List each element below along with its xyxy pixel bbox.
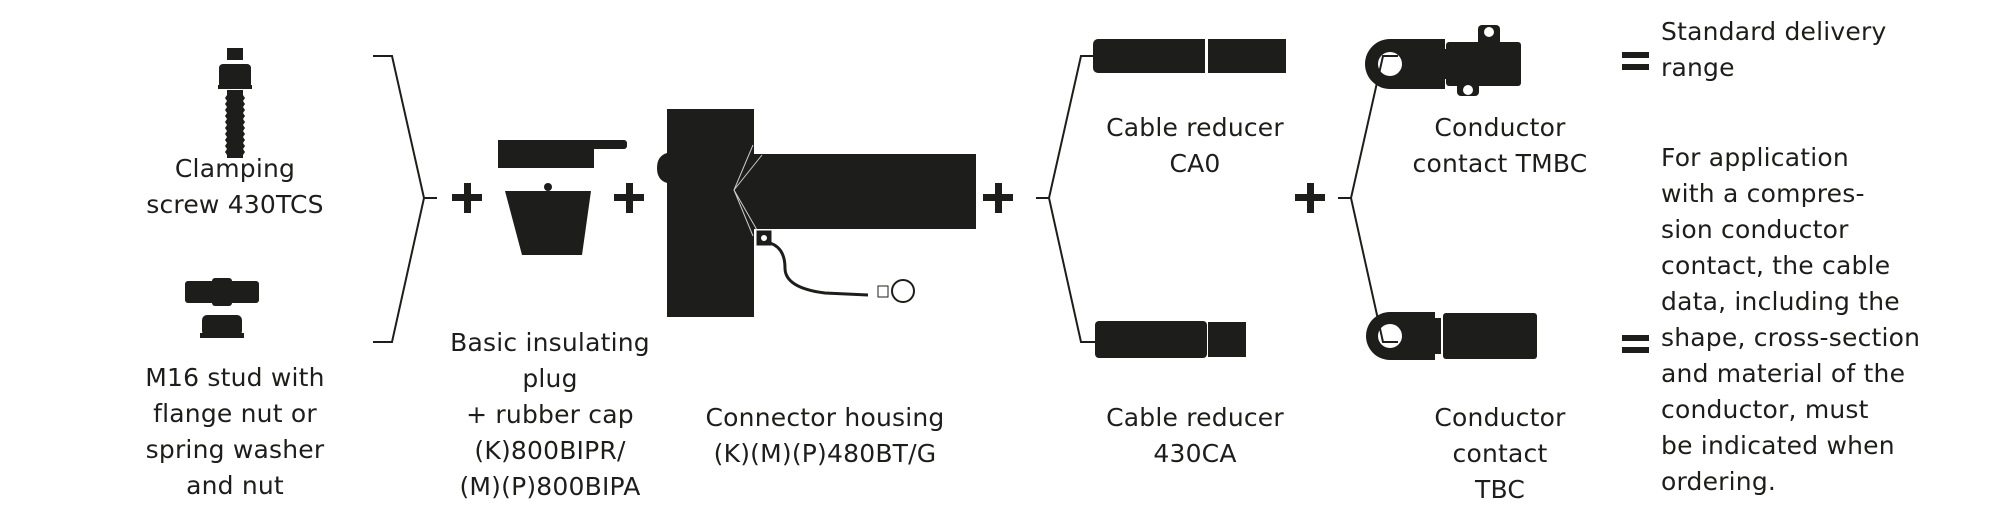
clamping-screw-label: Clamping screw 430TCS <box>146 154 324 219</box>
clamping-screw-icon <box>218 48 252 158</box>
equals-sign <box>1622 52 1649 70</box>
application-note: For application with a compres- sion con… <box>1661 143 1921 496</box>
connector-housing-icon <box>657 109 976 317</box>
conductor-tbc-label: Conductor contact TBC <box>1434 403 1566 504</box>
insulating-plug-label: Basic insulating plug + rubber cap (K)80… <box>450 328 650 501</box>
plus-sign <box>614 183 644 213</box>
standard-delivery-note: Standard delivery range <box>1661 17 1887 82</box>
conductor-contact-tbc-icon <box>1366 312 1537 360</box>
plus-sign <box>983 183 1013 213</box>
m16-stud-icon <box>185 278 259 338</box>
conductor-contact-tmbc-icon <box>1365 25 1521 96</box>
bracket-conductors <box>1349 55 1398 343</box>
conductor-tmbc-label: Conductor contact TMBC <box>1412 113 1588 178</box>
connector-housing-label: Connector housing (K)(M)(P)480BT/G <box>705 403 945 468</box>
cable-reducer-ca0-icon <box>1093 37 1286 75</box>
m16-stud-label: M16 stud with flange nut or spring washe… <box>145 363 325 500</box>
brackets <box>373 55 1398 343</box>
plus-sign <box>452 183 482 213</box>
plus-sign <box>1295 183 1325 213</box>
cable-reducer-430ca-icon <box>1095 321 1246 358</box>
cable-reducer-ca0-label: Cable reducer CA0 <box>1106 113 1284 178</box>
bracket-left <box>373 55 426 343</box>
equals-sign <box>1622 335 1649 353</box>
insulating-plug-icon <box>498 140 627 255</box>
bracket-reducers <box>1047 55 1097 343</box>
cable-reducer-430ca-label: Cable reducer 430CA <box>1106 403 1284 468</box>
